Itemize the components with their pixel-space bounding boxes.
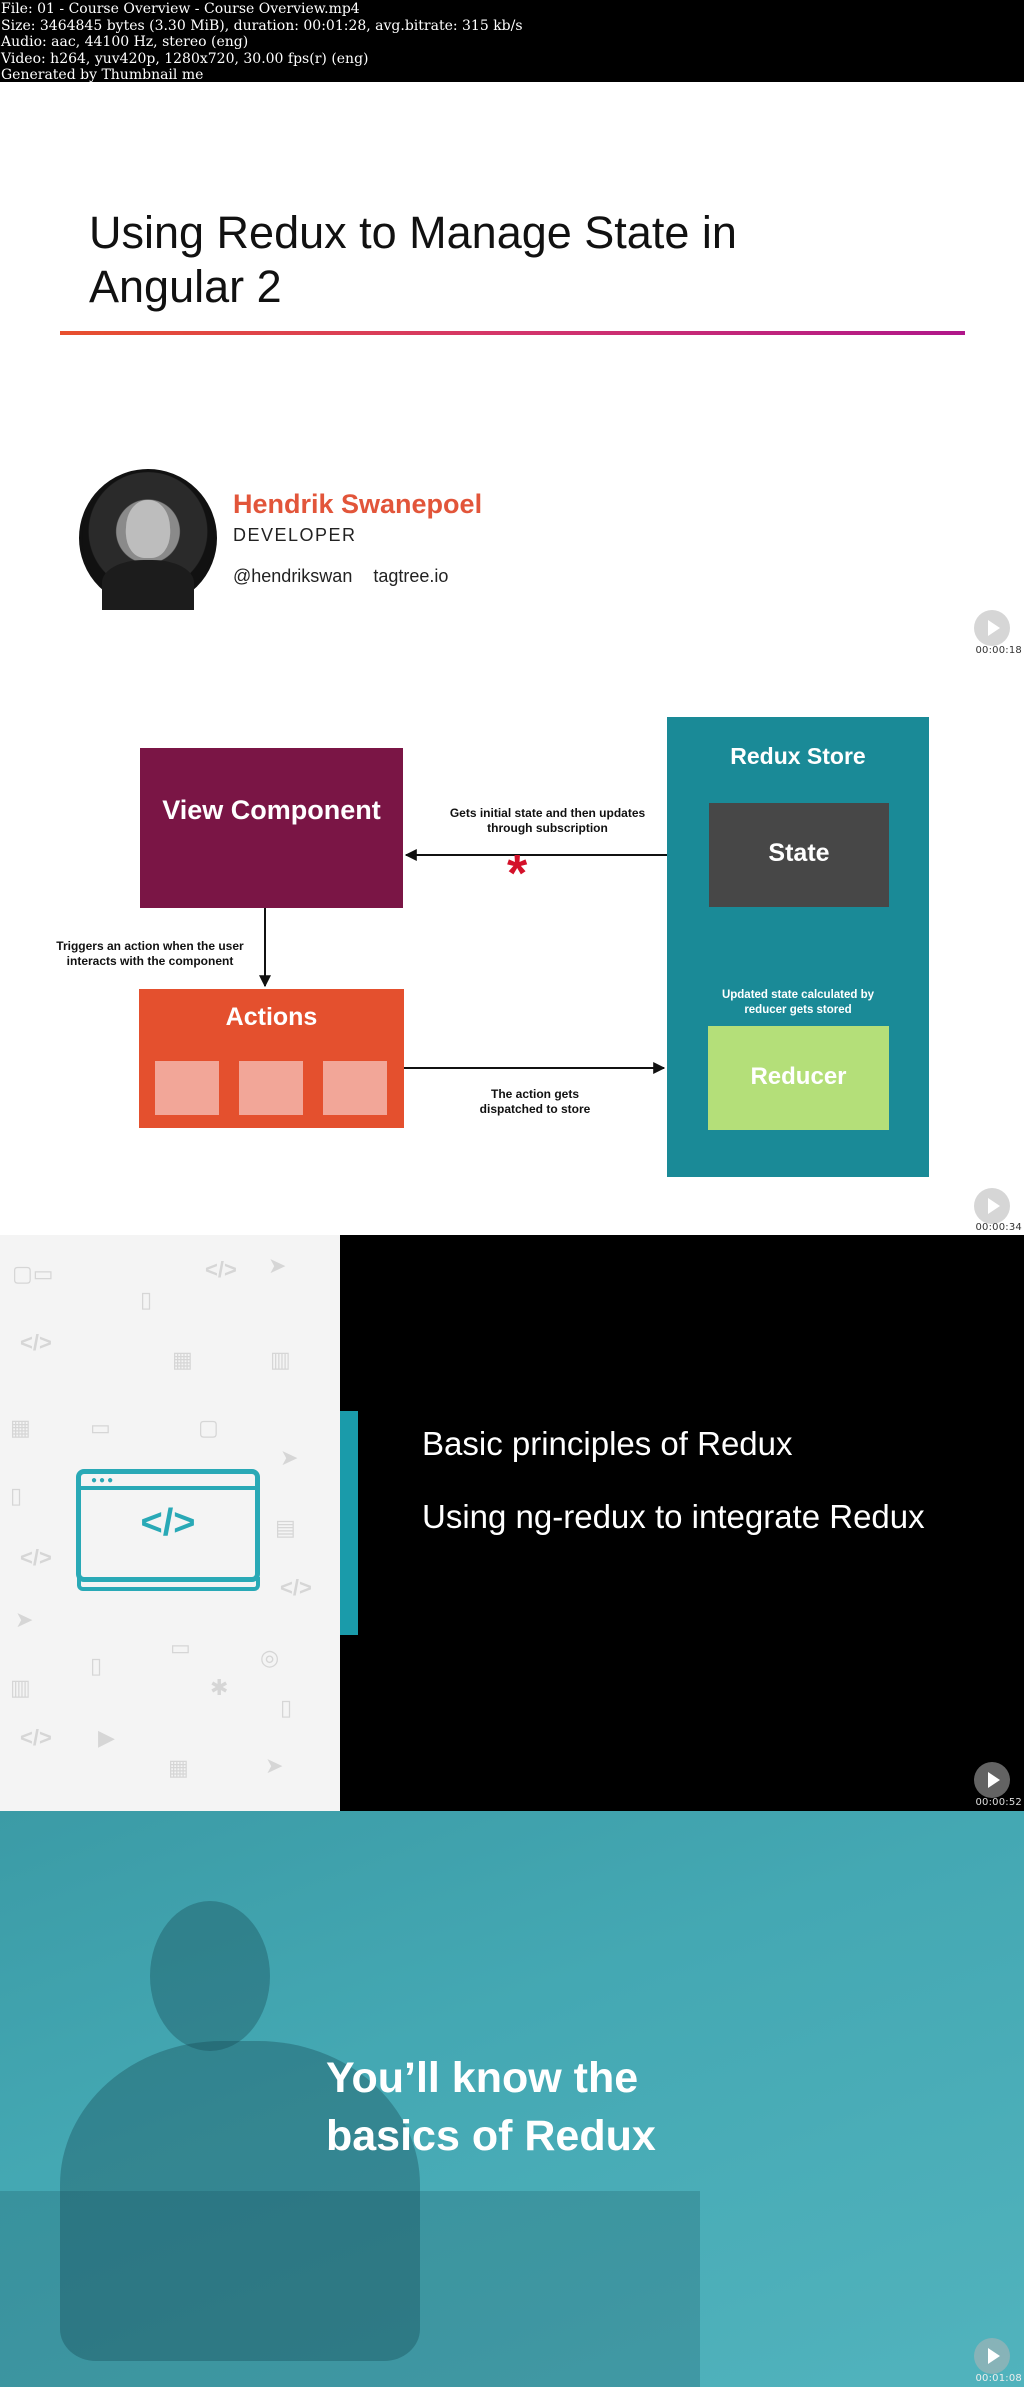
desk-area bbox=[0, 2191, 700, 2387]
reducer-box: Reducer bbox=[708, 1026, 889, 1130]
code-symbol: </> bbox=[140, 1502, 196, 1544]
headline-line-2: basics of Redux bbox=[326, 2112, 656, 2160]
globe-icon: ◎ bbox=[260, 1645, 280, 1670]
accent-bar bbox=[340, 1411, 358, 1635]
thumbnail-frame-1[interactable]: Using Redux to Manage State in Angular 2… bbox=[0, 82, 1024, 659]
code-window-icon: ●●● </> bbox=[76, 1469, 260, 1582]
avatar-face bbox=[126, 500, 170, 558]
author-avatar bbox=[79, 469, 217, 610]
code-icon: </> bbox=[20, 1330, 52, 1355]
window-dots-icon: ●●● bbox=[91, 1475, 116, 1486]
asterisk-mark: * bbox=[507, 845, 528, 903]
frame-timestamp: 00:00:18 bbox=[975, 645, 1022, 656]
brick-icon: ▦ bbox=[168, 1755, 189, 1780]
person-head bbox=[150, 1901, 270, 2051]
video-metadata: File: 01 - Course Overview - Course Over… bbox=[0, 0, 1024, 83]
laptop-base-icon bbox=[77, 1577, 260, 1591]
frame-timestamp: 00:00:52 bbox=[975, 1797, 1022, 1808]
cursor-icon: ➤ bbox=[265, 1753, 284, 1778]
mobile-icon: ▢▭ bbox=[12, 1261, 54, 1286]
tablet-icon: ▢ bbox=[198, 1415, 219, 1440]
play-icon[interactable] bbox=[974, 2338, 1010, 2374]
icon-pattern-background: ▢▭ ▯ </> ➤ </> ▦ ▥ ▦ ▭ ▢ ➤ ▯ ▤ </> </> ➤… bbox=[0, 1235, 340, 1811]
note-trigger: Triggers an action when the user interac… bbox=[56, 939, 244, 968]
author-role: DEVELOPER bbox=[233, 525, 357, 545]
brick-icon: ▦ bbox=[10, 1415, 31, 1440]
thumbnail-frame-3[interactable]: ▢▭ ▯ </> ➤ </> ▦ ▥ ▦ ▭ ▢ ➤ ▯ ▤ </> </> ➤… bbox=[0, 1235, 1024, 1811]
state-box: State bbox=[709, 803, 889, 907]
meta-audio: Audio: aac, 44100 Hz, stereo (eng) bbox=[1, 34, 249, 50]
thumbnail-frame-2[interactable]: View Component Actions Redux Store State… bbox=[0, 659, 1024, 1235]
document-icon: ▤ bbox=[275, 1515, 296, 1540]
author-twitter: @hendrikswan bbox=[233, 566, 353, 586]
view-component-box: View Component bbox=[140, 748, 403, 908]
code-icon: </> bbox=[205, 1257, 237, 1282]
action-item bbox=[239, 1061, 303, 1115]
headline-line-1: You’ll know the bbox=[326, 2054, 639, 2102]
thumbnail-frame-4[interactable]: You’ll know the basics of Redux 00:01:08 bbox=[0, 1811, 1024, 2387]
code-icon: </> bbox=[20, 1545, 52, 1570]
author-name: Hendrik Swanepoel bbox=[233, 489, 483, 519]
note-reducer: Updated state calculated by reducer gets… bbox=[721, 989, 875, 1016]
meta-video: Video: h264, yuv420p, 1280x720, 30.00 fp… bbox=[1, 50, 369, 67]
topic-item: Basic principles of Redux bbox=[422, 1425, 793, 1462]
play-icon[interactable] bbox=[974, 610, 1010, 646]
avatar-body bbox=[102, 560, 194, 610]
file-icon: ▯ bbox=[280, 1695, 293, 1720]
server-icon: ▥ bbox=[270, 1347, 291, 1372]
frame-timestamp: 00:00:34 bbox=[975, 1222, 1022, 1233]
brick-icon: ▦ bbox=[172, 1347, 193, 1372]
keyboard-icon: ▭ bbox=[90, 1415, 111, 1440]
file-icon: ▯ bbox=[10, 1483, 23, 1508]
course-title: Using Redux to Manage State in Angular 2 bbox=[89, 207, 737, 312]
cursor-icon: ➤ bbox=[268, 1253, 287, 1278]
note-subscription: Gets initial state and then updates thro… bbox=[449, 806, 646, 835]
play-icon[interactable] bbox=[974, 1762, 1010, 1798]
background-photo bbox=[0, 1811, 1024, 2387]
file-icon: ▯ bbox=[90, 1653, 103, 1678]
person-body bbox=[60, 2041, 420, 2361]
code-icon: </> bbox=[280, 1575, 312, 1600]
barcode-icon: ▥ bbox=[10, 1675, 31, 1700]
cursor-icon: ➤ bbox=[15, 1607, 34, 1632]
play-icon[interactable] bbox=[974, 1188, 1010, 1224]
action-item bbox=[155, 1061, 219, 1115]
author-links: @hendrikswan tagtree.io bbox=[233, 566, 464, 587]
frame-timestamp: 00:01:08 bbox=[975, 2373, 1022, 2384]
action-item bbox=[323, 1061, 387, 1115]
note-dispatch: The action gets dispatched to store bbox=[479, 1087, 591, 1116]
author-website: tagtree.io bbox=[373, 566, 449, 586]
keyboard-icon: ▭ bbox=[170, 1635, 191, 1660]
bug-icon: ✱ bbox=[210, 1675, 229, 1700]
video-icon: ▶ bbox=[98, 1725, 115, 1750]
meta-size: Size: 3464845 bytes (3.30 MiB), duration… bbox=[1, 17, 523, 34]
meta-file: File: 01 - Course Overview - Course Over… bbox=[1, 1, 360, 17]
meta-generator: Generated by Thumbnail me bbox=[1, 67, 204, 83]
file-icon: ▯ bbox=[140, 1287, 153, 1312]
cursor-icon: ➤ bbox=[280, 1445, 299, 1470]
title-divider bbox=[60, 331, 965, 335]
code-icon: </> bbox=[20, 1725, 52, 1750]
closing-headline: You’ll know the basics of Redux bbox=[326, 2049, 826, 2165]
topic-item: Using ng-redux to integrate Redux bbox=[422, 1498, 925, 1535]
